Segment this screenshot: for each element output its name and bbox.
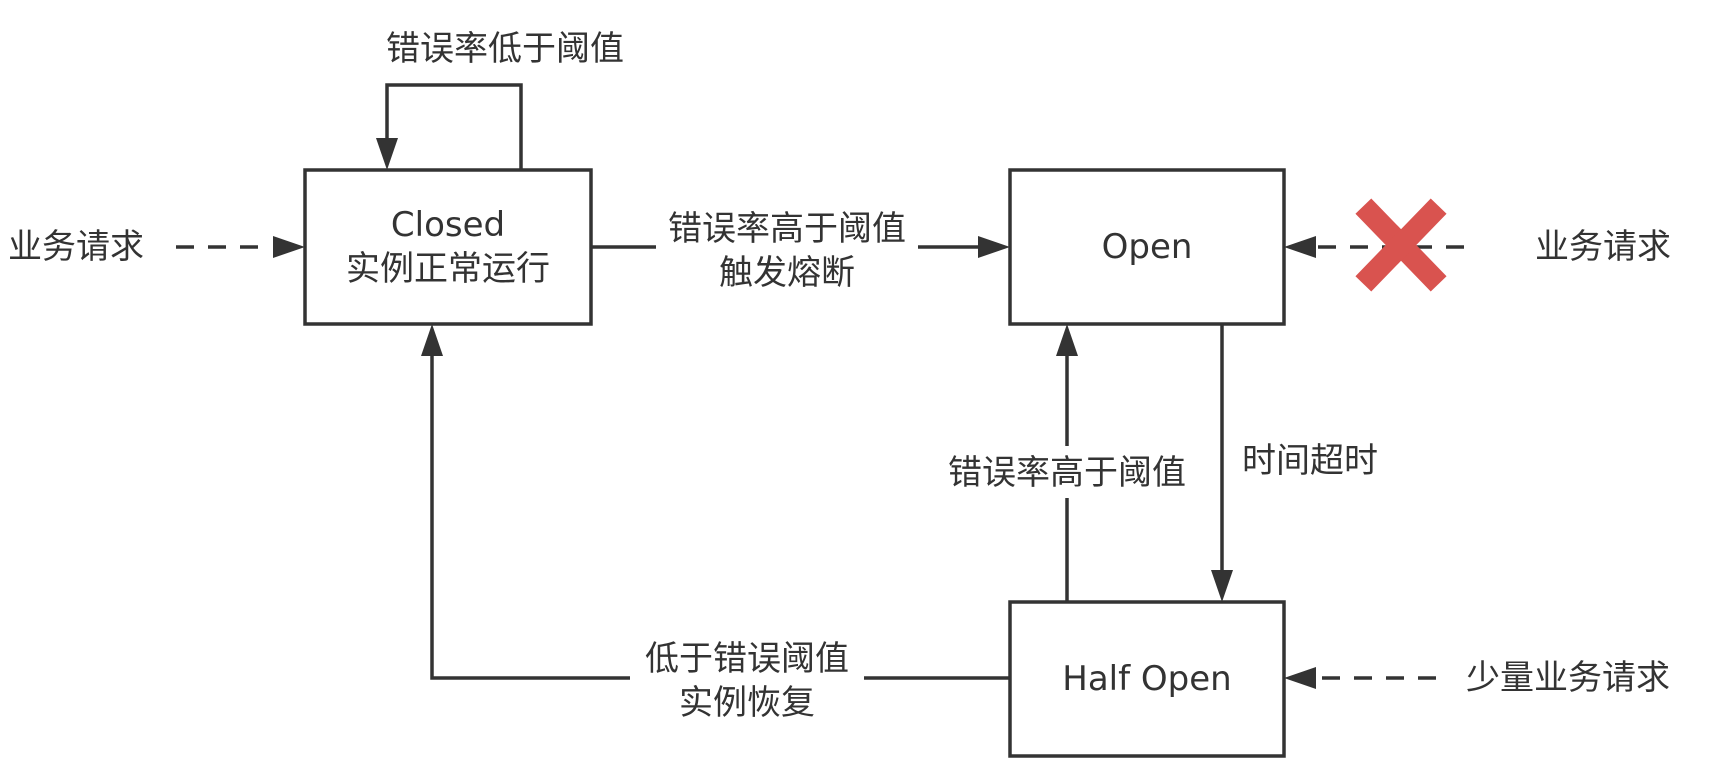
closed-to-open-arrowhead xyxy=(978,236,1010,258)
transition-half-open-to-open: 错误率高于阈值 xyxy=(935,324,1199,602)
half-open-to-open-label: 错误率高于阈值 xyxy=(948,453,1186,493)
half-open-to-closed-arrowhead xyxy=(421,324,443,356)
half-open-to-closed-label-line1: 低于错误阈值 xyxy=(645,639,849,679)
request-to-open-label: 业务请求 xyxy=(1535,227,1671,267)
half-open-to-open-label-bg xyxy=(935,446,1199,498)
x-icon-stroke-2 xyxy=(1355,198,1447,292)
half-open-to-closed-label-bg xyxy=(630,632,864,726)
state-open-title: Open xyxy=(1102,227,1193,267)
state-open-box xyxy=(1008,168,1286,326)
closed-to-open-label-bg xyxy=(656,202,918,294)
transition-half-open-to-closed: 低于错误阈值 实例恢复 xyxy=(421,324,1010,726)
half-open-to-closed-label-line2: 实例恢复 xyxy=(679,683,815,723)
self-loop-line xyxy=(385,83,523,170)
self-loop-arrowhead xyxy=(376,138,398,170)
self-loop-label: 错误率低于阈值 xyxy=(386,29,624,69)
state-open: Open xyxy=(1008,168,1286,326)
transition-closed-self-loop: 错误率低于阈值 xyxy=(376,29,624,170)
half-open-to-closed-line xyxy=(430,354,1010,680)
state-half-open-title: Half Open xyxy=(1062,659,1231,699)
request-to-half-open-label: 少量业务请求 xyxy=(1466,658,1670,698)
closed-to-open-label-line2: 触发熔断 xyxy=(719,253,855,293)
open-to-half-open-arrowhead xyxy=(1211,570,1233,602)
request-to-half-open-arrowhead xyxy=(1284,667,1316,689)
state-closed-subtitle: 实例正常运行 xyxy=(346,249,550,289)
state-closed: Closed 实例正常运行 xyxy=(303,168,593,326)
request-to-half-open: 少量业务请求 xyxy=(1284,658,1670,698)
transition-open-to-half-open: 时间超时 xyxy=(1211,324,1378,602)
request-to-open-arrowhead xyxy=(1284,236,1316,258)
request-to-open: 业务请求 xyxy=(1284,198,1671,292)
x-icon xyxy=(1355,198,1447,292)
state-closed-box xyxy=(303,168,593,326)
request-to-closed: 业务请求 xyxy=(8,227,305,267)
transition-closed-to-open: 错误率高于阈值 触发熔断 xyxy=(591,202,1010,294)
state-half-open-box xyxy=(1008,600,1286,758)
state-half-open: Half Open xyxy=(1008,600,1286,758)
state-closed-title: Closed xyxy=(391,205,505,245)
closed-to-open-label-line1: 错误率高于阈值 xyxy=(668,209,906,249)
half-open-to-open-arrowhead xyxy=(1056,324,1078,356)
request-to-closed-label: 业务请求 xyxy=(8,227,144,267)
open-to-half-open-label: 时间超时 xyxy=(1242,441,1378,481)
request-to-closed-arrowhead xyxy=(273,236,305,258)
